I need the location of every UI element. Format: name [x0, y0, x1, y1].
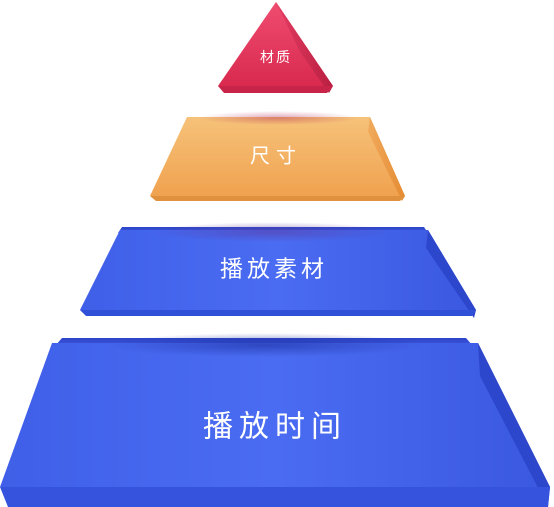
tier-2-right-face [368, 117, 405, 201]
tier-4-right-face [478, 343, 550, 507]
tier-4-label: 播放时间 [203, 410, 347, 445]
tier-3-bottom-face [80, 310, 476, 316]
tier-3-label: 播放素材 [220, 257, 328, 283]
tier-3-cast-shadow [152, 222, 392, 242]
tier-1-right-face [276, 2, 333, 93]
tier-2-front-face [150, 117, 405, 196]
tier-1-label: 材质 [260, 50, 292, 66]
tier-3-right-face [426, 230, 476, 318]
tier-1-bottom-face [218, 86, 333, 93]
tier-2-label: 尺寸 [250, 144, 302, 168]
tier-2-bottom-face [150, 196, 405, 201]
tier-4-cast-shadow [105, 333, 425, 357]
tier-2-cast-shadow [198, 111, 358, 125]
pyramid-tier-2: 尺寸 [150, 111, 405, 201]
pyramid-tier-4: 播放时间 [0, 333, 550, 507]
tier-4-bottom-face [0, 487, 550, 507]
pyramid-tier-1: 材质 [218, 2, 333, 93]
tier-1-front-face [218, 2, 333, 86]
tier-3-front-face [80, 230, 476, 310]
pyramid-tier-3: 播放素材 [80, 222, 476, 318]
tier-4-front-face [0, 343, 550, 487]
